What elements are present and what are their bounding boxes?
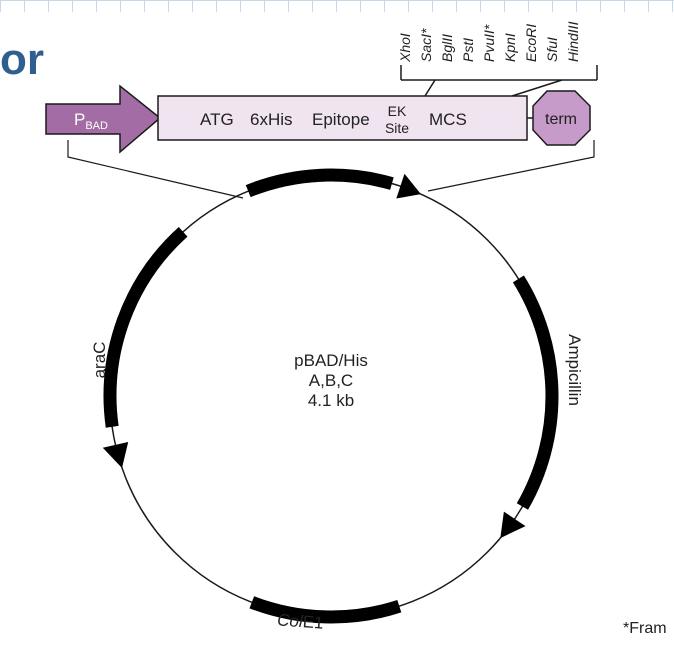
zoom-lines	[67, 140, 595, 199]
cole1-origin-arc	[249, 596, 402, 624]
atg-label: ATG	[200, 110, 234, 129]
plasmid-variants: A,B,C	[309, 371, 353, 390]
site-label-hindiii: HindIII	[565, 21, 581, 62]
ampicillin-gene-arc	[512, 275, 559, 510]
terminator-block: term	[532, 90, 591, 146]
cole1-label: ColE1	[277, 610, 325, 632]
expression-cassette: ATG 6xHis Epitope EK Site MCS	[157, 95, 528, 141]
site-label-xhoi: XhoI	[397, 33, 413, 63]
terminator-octagon	[532, 90, 591, 146]
terminator-label: term	[545, 111, 577, 128]
site-label-psti: PstI	[460, 38, 476, 62]
arac-gene-arrowhead	[102, 442, 129, 468]
ampicillin-gene-arrowhead	[500, 511, 526, 539]
plasmid-features	[102, 168, 559, 624]
ampicillin-label: Ampicillin	[565, 334, 584, 406]
mcs-region-arc	[245, 168, 394, 198]
site-label-sfui: SfuI	[544, 37, 560, 62]
his-tag-label: 6xHis	[250, 110, 293, 129]
site-label-bglii: BglII	[439, 34, 455, 62]
arac-gene-arc	[103, 226, 188, 428]
footnote: *Fram	[623, 620, 667, 637]
slide-title: or	[0, 35, 44, 84]
plasmid-size: 4.1 kb	[308, 391, 354, 410]
site-label-pvuii: PvuII*	[481, 24, 497, 62]
epitope-label: Epitope	[312, 110, 370, 129]
mcs-region-arrowhead	[396, 173, 421, 199]
promoter-label: PBAD	[74, 110, 108, 132]
site-label-saci: SacI*	[418, 28, 434, 62]
site-label-ecori: EcoRI	[523, 24, 539, 62]
promoter-block: PBAD	[45, 84, 162, 154]
plasmid-center-label: pBAD/His A,B,C 4.1 kb	[294, 351, 368, 410]
arac-label: araC	[90, 342, 109, 379]
ek-label: EK	[388, 103, 407, 119]
restriction-site-list: XhoI SacI* BglII PstI PvuII* KpnI EcoRI …	[397, 21, 581, 63]
promoter-arrow	[45, 84, 162, 154]
plasmid-name: pBAD/His	[294, 351, 368, 370]
mcs-label: MCS	[429, 110, 467, 129]
background-grid	[0, 0, 674, 12]
ek-site-label: Site	[385, 120, 409, 136]
site-label-kpni: KpnI	[502, 33, 518, 62]
mcs-bracket	[400, 65, 598, 97]
cassette-box	[157, 95, 528, 141]
